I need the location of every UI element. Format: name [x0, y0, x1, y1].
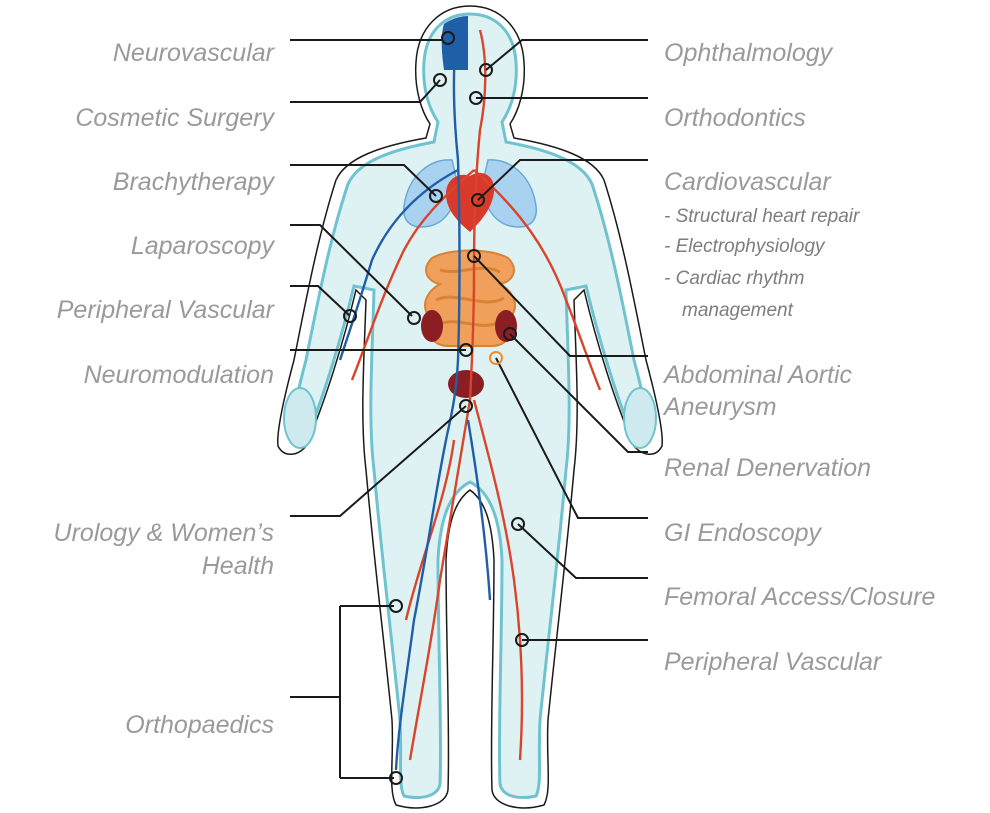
label-cardio-sub3: - Cardiac rhythm [664, 267, 804, 291]
label-peripheral-vascular-left: Peripheral Vascular [57, 295, 274, 325]
label-laparoscopy: Laparoscopy [131, 231, 274, 261]
label-femoral-access: Femoral Access/Closure [664, 582, 935, 612]
label-neurovascular: Neurovascular [113, 38, 274, 68]
label-orthodontics: Orthodontics [664, 103, 806, 133]
label-cardio-sub2: - Electrophysiology [664, 235, 825, 259]
label-ophthalmology: Ophthalmology [664, 38, 832, 68]
label-renal-denervation: Renal Denervation [664, 453, 871, 483]
left-hand [284, 388, 316, 448]
label-cardiovascular: Cardiovascular [664, 167, 831, 197]
label-cardio-sub1: - Structural heart repair [664, 205, 859, 229]
label-aaa-line2: Aneurysm [664, 392, 777, 422]
right-hand [624, 388, 656, 448]
label-cardio-sub4: management [682, 299, 793, 323]
label-brachytherapy: Brachytherapy [113, 167, 274, 197]
label-cosmetic-surgery: Cosmetic Surgery [75, 103, 274, 133]
left-kidney [421, 310, 443, 342]
leader-orthopaedics [290, 606, 394, 778]
label-aaa-line1: Abdominal Aortic [664, 360, 852, 390]
label-urology-line1: Urology & Women’s [54, 518, 274, 548]
bladder [448, 370, 484, 398]
label-orthopaedics: Orthopaedics [125, 710, 274, 740]
label-gi-endoscopy: GI Endoscopy [664, 518, 821, 548]
label-neuromodulation: Neuromodulation [84, 360, 274, 390]
marker-neurovascular [442, 32, 454, 44]
label-peripheral-vascular-right: Peripheral Vascular [664, 647, 881, 677]
label-urology-line2: Health [202, 551, 274, 581]
